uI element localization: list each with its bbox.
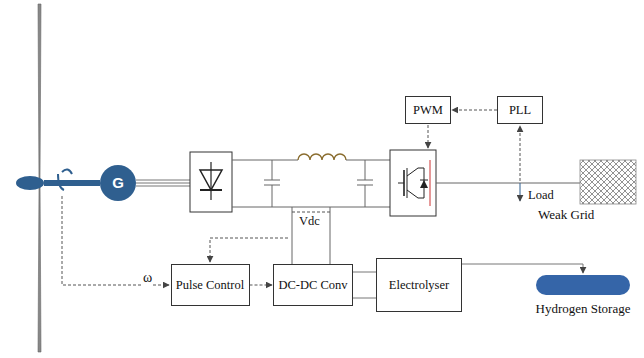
inverter-symbol — [390, 150, 436, 216]
node-text: G — [112, 174, 124, 191]
load-label: Load — [527, 188, 555, 202]
signal-label: ω — [142, 270, 153, 286]
connector — [353, 272, 376, 298]
node-text: PLL — [509, 103, 531, 117]
connector — [462, 264, 583, 273]
pll-box: PLL — [497, 96, 543, 124]
storage-tank-body — [536, 275, 630, 295]
node-text: Hydrogen Storage — [528, 302, 638, 317]
node-text: Electrolyser — [389, 278, 449, 292]
three-phase-wires — [136, 180, 190, 186]
node-text: Weak Grid — [538, 208, 594, 223]
node-text: Pulse Control — [176, 278, 244, 292]
dc-dc-converter-box: DC-DC Conv — [273, 264, 353, 306]
ac-output-line — [436, 183, 580, 201]
connector — [250, 285, 273, 286]
dc-link — [232, 154, 390, 264]
grid-hatch-rect — [580, 160, 636, 204]
generator-circle: G — [100, 165, 136, 201]
hydrogen-storage: Hydrogen Storage — [528, 274, 638, 322]
signal-label: Vdc — [298, 214, 321, 228]
connector — [452, 110, 497, 111]
electrolyser-box: Electrolyser — [376, 258, 462, 312]
node-text: PWM — [413, 103, 443, 117]
pwm-box: PWM — [405, 96, 451, 124]
rectifier-symbol — [190, 152, 232, 212]
wind-turbine — [16, 4, 100, 352]
vdc-measurement — [210, 212, 330, 262]
storage-tank — [528, 274, 638, 298]
pulse-control-box: Pulse Control — [171, 264, 250, 306]
node-text: DC-DC Conv — [278, 278, 347, 292]
